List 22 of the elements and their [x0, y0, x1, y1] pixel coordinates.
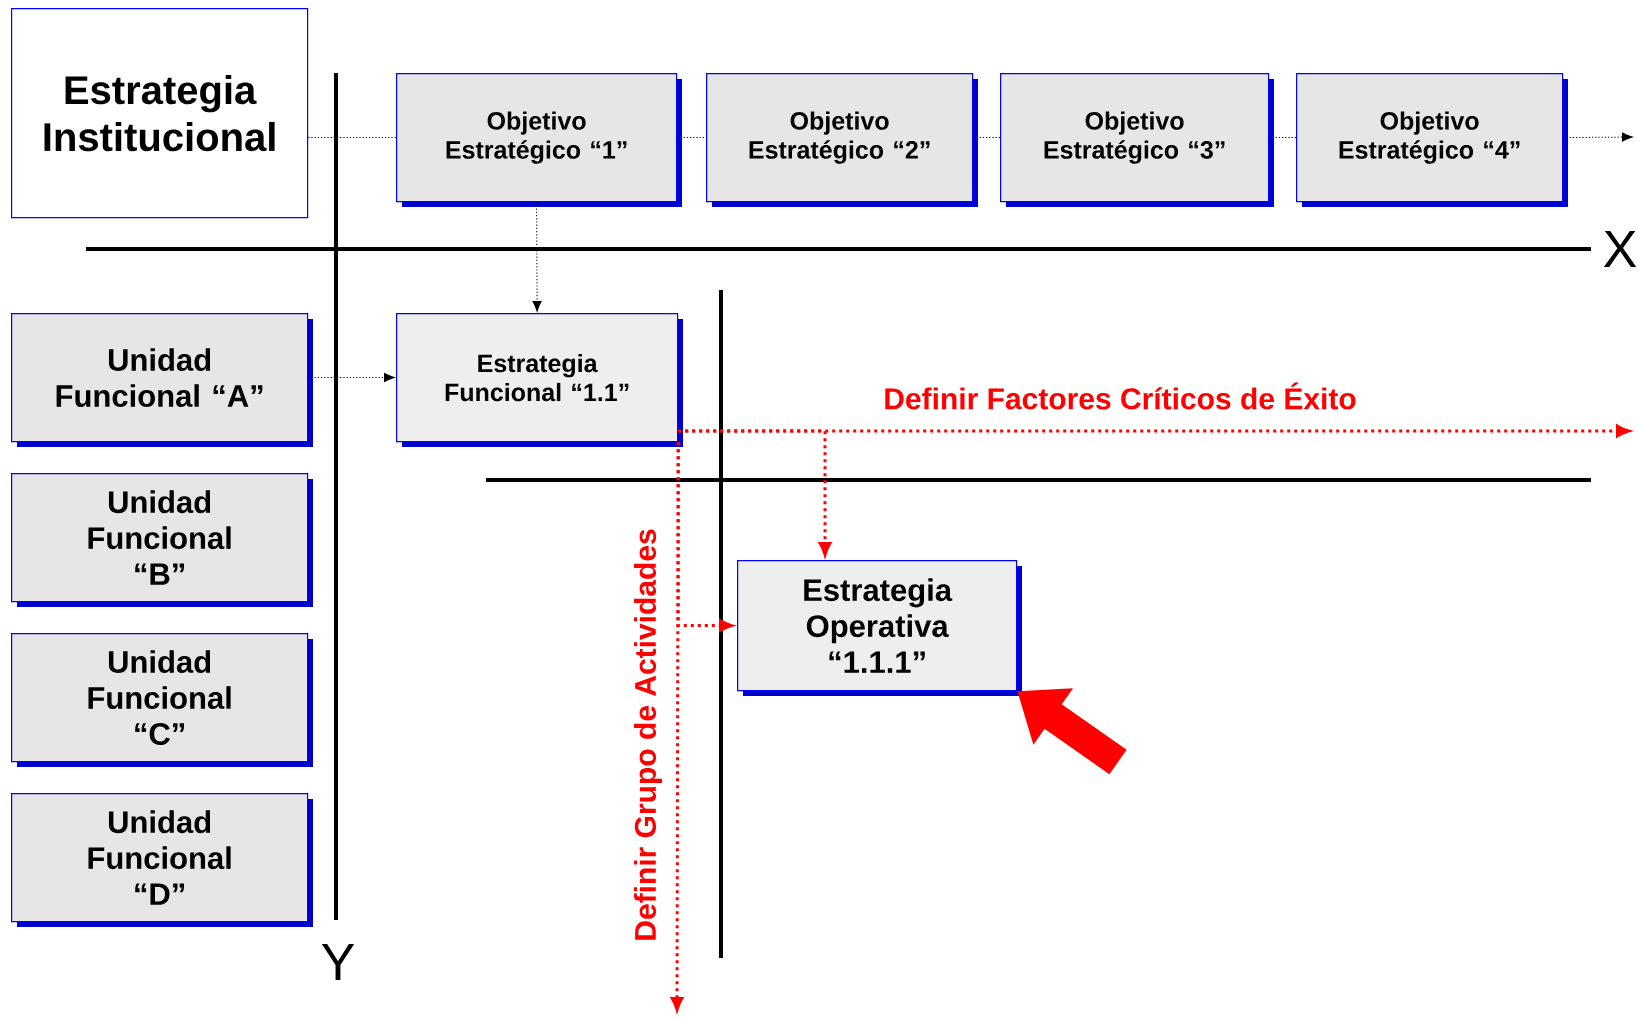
arrow	[1562, 132, 1633, 142]
arrow	[307, 373, 395, 383]
strategy-box: Estrategia Operativa “1.1.1”	[737, 560, 1022, 696]
objective-box: Objetivo Estratégico “4”	[1296, 73, 1568, 207]
connector-line	[676, 137, 707, 139]
unit-box: Unidad Funcional “C”	[11, 633, 313, 767]
arrow	[532, 201, 542, 312]
unit-box: Unidad Funcional “A”	[11, 313, 313, 447]
axis-label: Y	[321, 944, 355, 980]
objective-box: Objetivo Estratégico “2”	[706, 73, 978, 207]
title-box: Estrategia Institucional	[11, 8, 309, 219]
objective-box: Objetivo Estratégico “1”	[396, 73, 682, 207]
objective-box: Objetivo Estratégico “3”	[1000, 73, 1274, 207]
connector-line	[972, 137, 1001, 139]
connector-line	[1268, 137, 1297, 139]
connector-line	[307, 137, 397, 139]
strategy-box: Estrategia Funcional “1.1”	[396, 313, 683, 447]
unit-box: Unidad Funcional “B”	[11, 473, 313, 607]
edge-label: Definir Grupo de Actividades	[634, 529, 662, 940]
edge-label: Definir Factores Críticos de Éxito	[885, 382, 1356, 410]
axis-label: X	[1603, 231, 1637, 267]
unit-box: Unidad Funcional “D”	[11, 793, 313, 927]
